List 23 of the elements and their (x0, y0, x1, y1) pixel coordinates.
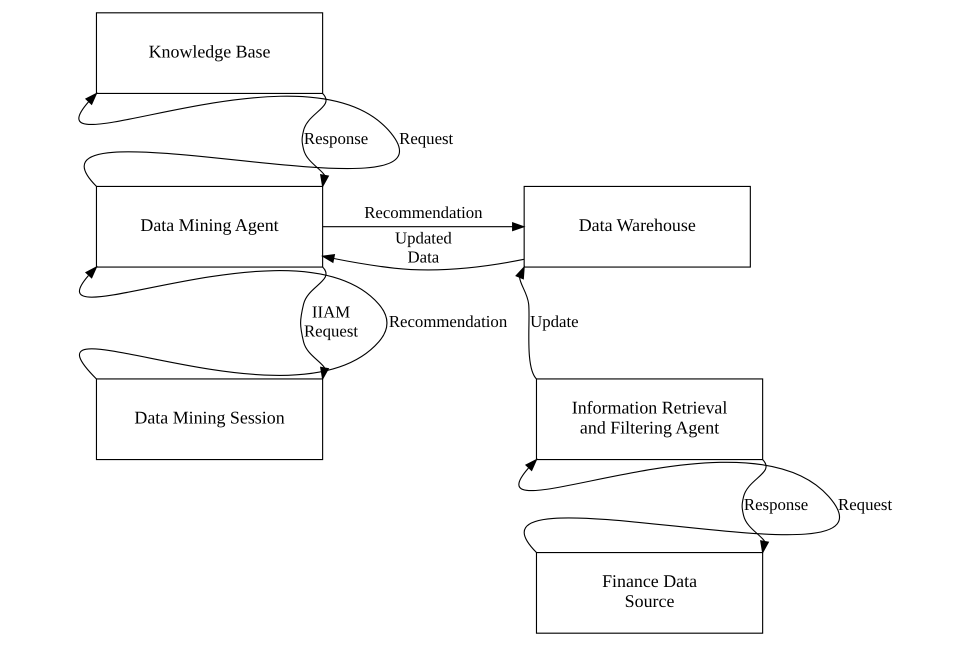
node-box: Knowledge Base (96, 12, 324, 94)
edge-label: Recommendation (364, 202, 483, 222)
arrow (515, 265, 537, 380)
edge-label: Response (744, 494, 808, 514)
node-box: Data Mining Session (96, 378, 324, 460)
edge-label: Recommendation (388, 312, 508, 331)
edge-label: Response (304, 128, 368, 148)
arrow (322, 222, 526, 232)
arrow (742, 459, 770, 554)
arrow (321, 254, 524, 270)
edge-label: Request (399, 128, 454, 148)
arrow (80, 92, 399, 187)
node-box: Information Retrieval and Filtering Agent (536, 378, 764, 460)
arrow (302, 93, 330, 188)
node-box: Data Warehouse (524, 186, 751, 268)
edge-label: Updated Data (394, 228, 452, 267)
edge-label: Update (530, 312, 579, 331)
node-box: Finance Data Source (536, 552, 764, 634)
arrow (80, 266, 388, 380)
node-box: Data Mining Agent (96, 186, 324, 268)
edge-label: IIAM Request (304, 302, 358, 340)
edge-label: Request (838, 494, 892, 514)
arrow (520, 458, 839, 553)
